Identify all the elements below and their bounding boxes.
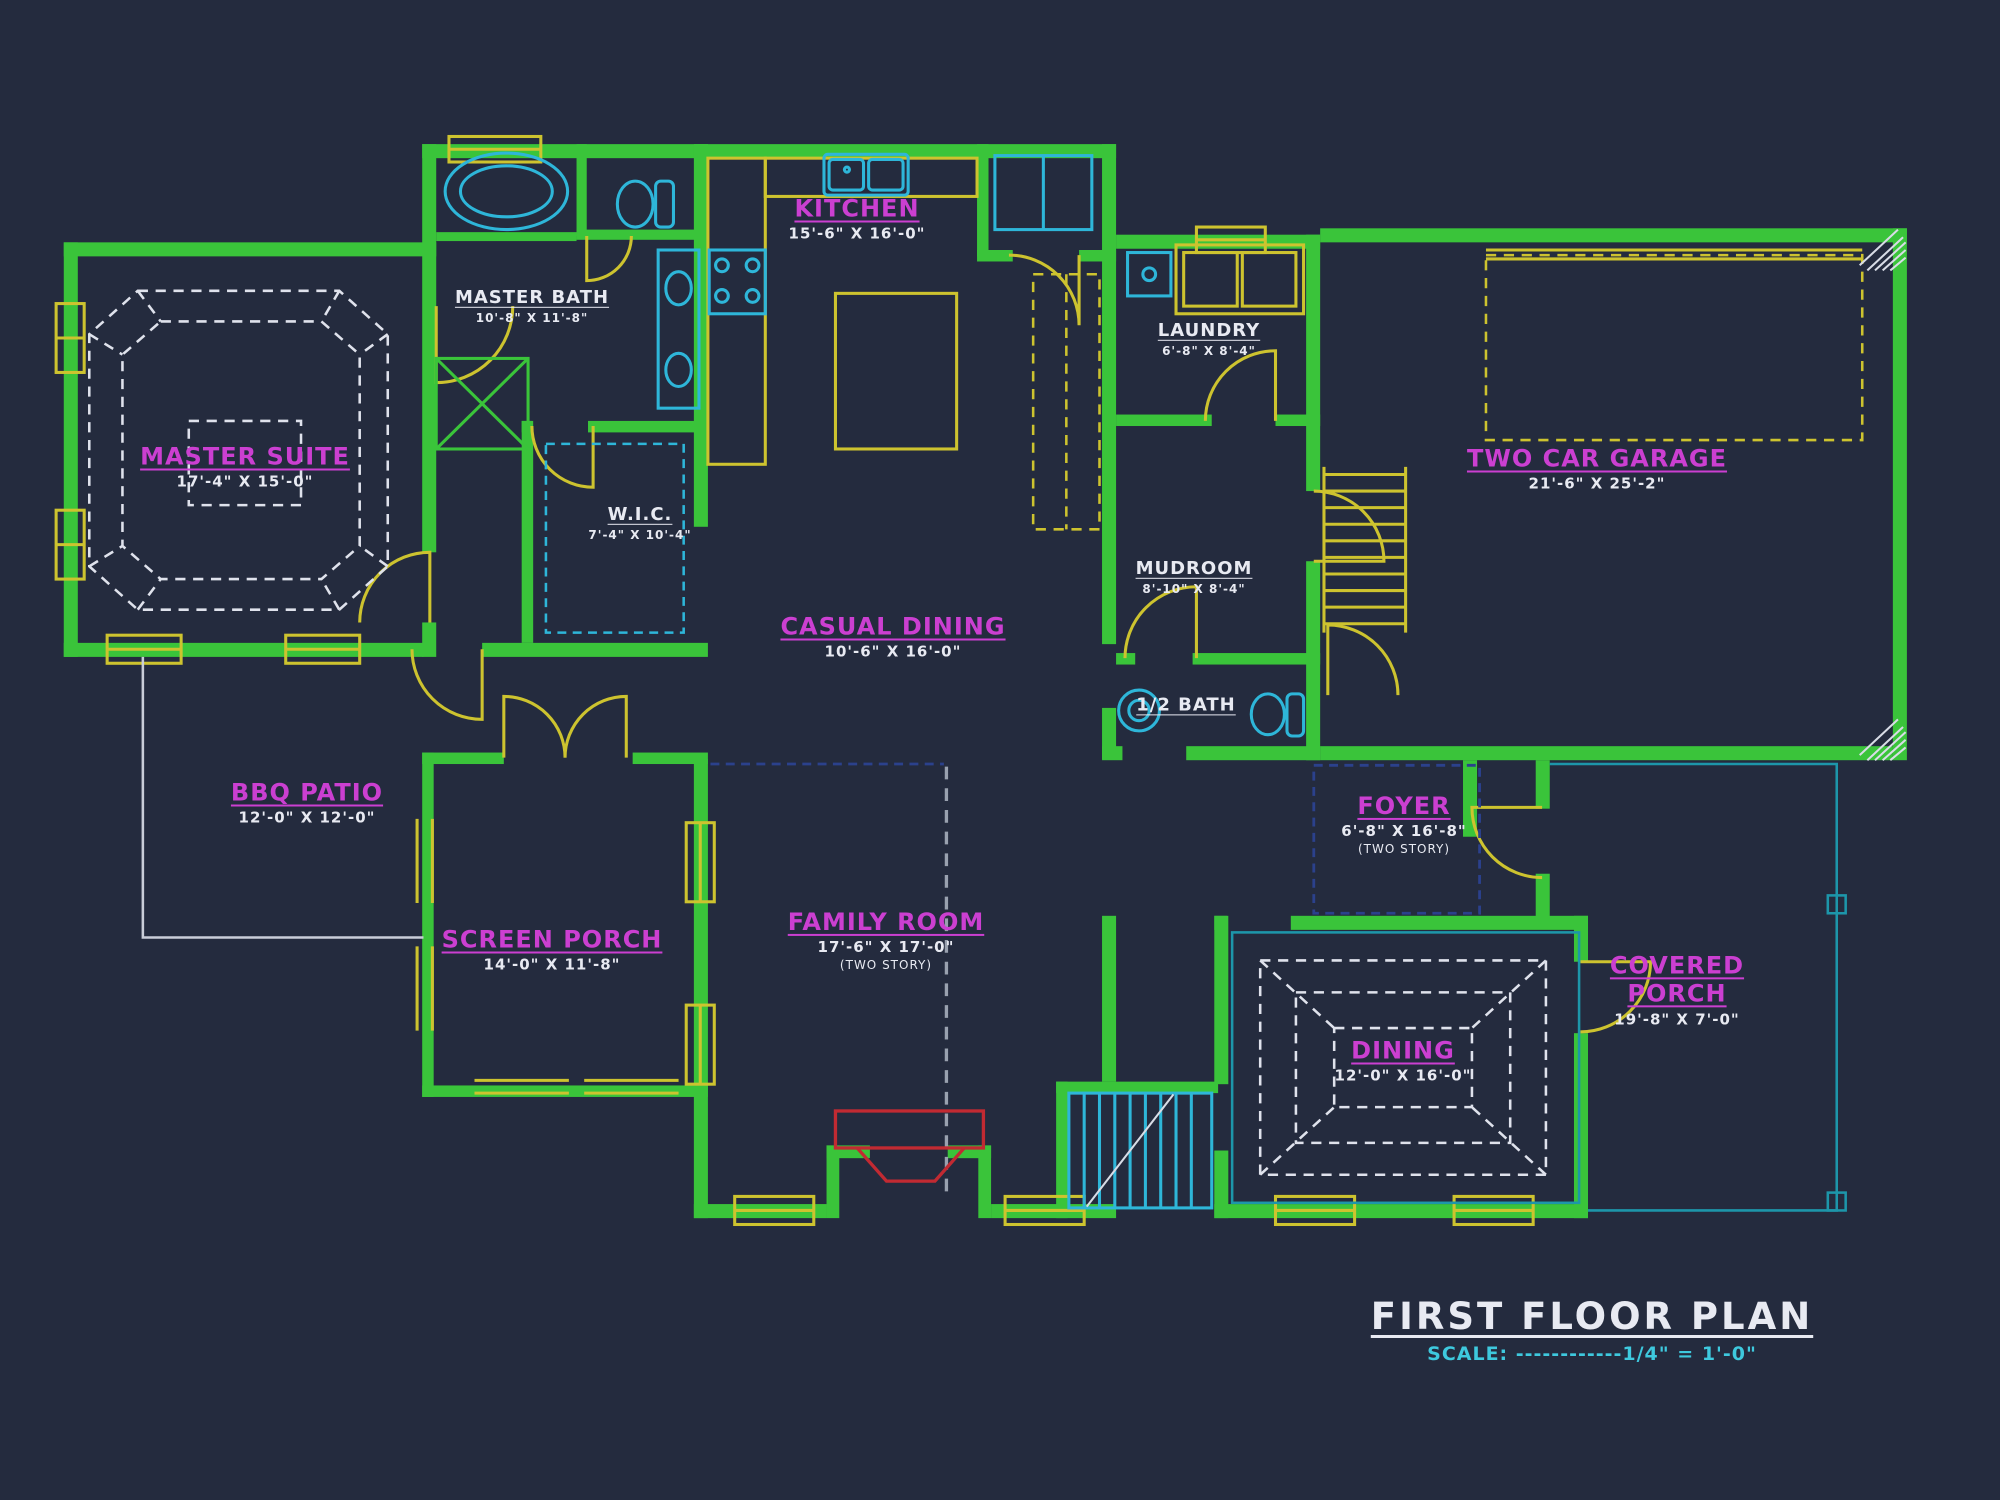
room-name: 1/2 BATH xyxy=(1136,694,1236,716)
room-dims: 6'-8" X 8'-4" xyxy=(1162,344,1256,359)
shower-icon xyxy=(434,356,530,451)
room-label-family-room: FAMILY ROOM 17'-6" X 17'-0" (TWO STORY) xyxy=(788,908,984,972)
tub-icon xyxy=(443,151,570,232)
kitchen-sink-icon xyxy=(822,152,910,197)
room-dims: 12'-0" X 12'-0" xyxy=(238,808,376,827)
room-name: TWO CAR GARAGE xyxy=(1466,444,1728,473)
room-name: MASTER BATH xyxy=(454,286,610,308)
room-dims: 8'-10" X 8'-4" xyxy=(1142,582,1246,597)
half-bath-toilet-icon xyxy=(1249,692,1286,737)
foyer-two-story xyxy=(1312,763,1481,915)
room-dims: 10'-8" X 11'-8" xyxy=(475,311,589,326)
fireplace-icon xyxy=(833,1109,986,1183)
room-name: FOYER xyxy=(1357,791,1451,820)
room-label-master-suite: MASTER SUITE 17'-4" X 15'-0" xyxy=(140,443,350,492)
room-note: (TWO STORY) xyxy=(1357,841,1451,856)
hatch-marks xyxy=(1858,228,1907,761)
plan-title: FIRST FLOOR PLAN xyxy=(1370,1295,1814,1338)
room-label-kitchen: KITCHEN 15'-6" X 16'-0" xyxy=(789,195,926,244)
room-label-mudroom: MUDROOM 8'-10" X 8'-4" xyxy=(1136,558,1253,596)
room-label-screen-porch: SCREEN PORCH 14'-0" X 11'-8" xyxy=(442,926,663,975)
room-label-dining: DINING 12'-0" X 16'-0" xyxy=(1335,1037,1472,1086)
toilet-icon xyxy=(615,179,655,229)
room-label-two-car-garage: TWO CAR GARAGE 21'-6" X 25'-2" xyxy=(1467,445,1727,494)
range-icon xyxy=(707,248,767,316)
room-dims: 14'-0" X 11'-8" xyxy=(483,955,621,974)
room-dims: 12'-0" X 16'-0" xyxy=(1334,1066,1472,1085)
ceiling-layer xyxy=(88,289,1581,1205)
bbq-patio-outline xyxy=(141,656,424,939)
walls-layer xyxy=(63,144,1907,1219)
room-dims: 17'-4" X 15'-0" xyxy=(176,472,314,491)
room-name: MASTER SUITE xyxy=(140,442,350,471)
windows xyxy=(54,134,1535,1227)
room-dims: 21'-6" X 25'-2" xyxy=(1528,474,1666,493)
room-dims: 19'-8" X 7'-0" xyxy=(1614,1009,1740,1028)
room-note: (TWO STORY) xyxy=(839,957,933,972)
room-label-wic: W.I.C. 7'-4" X 10'-4" xyxy=(588,504,691,542)
room-name: COVERED PORCH xyxy=(1609,951,1745,1008)
room-label-foyer: FOYER 6'-8" X 16'-8" (TWO STORY) xyxy=(1341,792,1466,856)
room-name: LAUNDRY xyxy=(1157,319,1261,341)
room-name: SCREEN PORCH xyxy=(441,925,663,954)
room-name: KITCHEN xyxy=(794,194,920,223)
dining-ceiling-border xyxy=(1230,931,1581,1205)
room-label-master-bath: MASTER BATH 10'-8" X 11'-8" xyxy=(455,287,609,325)
room-dims: 6'-8" X 16'-8" xyxy=(1341,822,1467,841)
room-name: FAMILY ROOM xyxy=(787,907,985,936)
main-stairs-icon xyxy=(1067,1091,1214,1210)
room-dims: 7'-4" X 10'-4" xyxy=(588,528,692,543)
porch-post xyxy=(1826,1191,1847,1212)
title-block: FIRST FLOOR PLAN SCALE: ------------1/4"… xyxy=(1371,1295,1813,1365)
room-label-half-bath: 1/2 BATH xyxy=(1136,694,1236,715)
room-name: DINING xyxy=(1351,1036,1455,1065)
door-arcs xyxy=(358,235,1653,1034)
wic-shelving xyxy=(544,442,685,634)
room-label-casual-dining: CASUAL DINING 10'-6" X 16'-0" xyxy=(780,613,1005,662)
porch-post xyxy=(1826,894,1847,915)
room-dims: 15'-6" X 16'-0" xyxy=(788,224,926,243)
double-vanity-icon xyxy=(656,248,701,410)
room-name: W.I.C. xyxy=(607,503,673,525)
room-name: BBQ PATIO xyxy=(230,778,384,807)
room-dims: 17'-6" X 17'-0" xyxy=(817,938,955,957)
half-bath-sink-icon xyxy=(1117,688,1161,733)
laundry-sink-icon xyxy=(1126,251,1173,298)
room-label-laundry: LAUNDRY 6'-8" X 8'-4" xyxy=(1158,320,1260,358)
room-name: MUDROOM xyxy=(1135,557,1253,579)
fixtures-layer xyxy=(434,151,1306,1210)
porch-layer xyxy=(141,656,1847,1212)
plan-scale: SCALE: ------------1/4" = 1'-0" xyxy=(1427,1343,1757,1365)
room-label-covered-porch: COVERED PORCH 19'-8" X 7'-0" xyxy=(1592,951,1762,1028)
fridge-icon xyxy=(993,154,1094,232)
room-dims: 10'-6" X 16'-0" xyxy=(824,642,962,661)
room-name: CASUAL DINING xyxy=(780,612,1006,641)
casework-layer xyxy=(54,134,1864,1227)
room-label-bbq-patio: BBQ PATIO 12'-0" X 12'-0" xyxy=(231,779,383,828)
